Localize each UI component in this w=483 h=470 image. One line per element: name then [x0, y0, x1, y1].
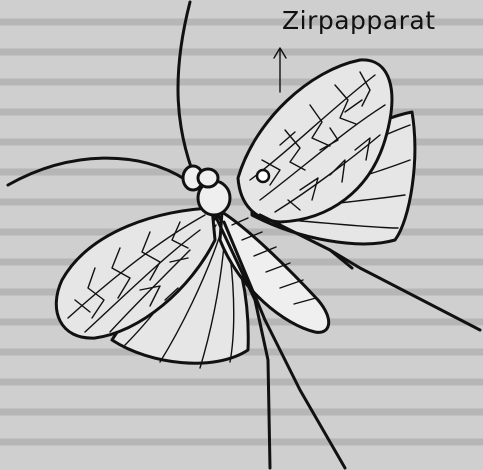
stridulation-spot	[257, 170, 269, 182]
eye	[198, 169, 218, 187]
zirpapparat-label: Zirpapparat	[282, 6, 436, 35]
